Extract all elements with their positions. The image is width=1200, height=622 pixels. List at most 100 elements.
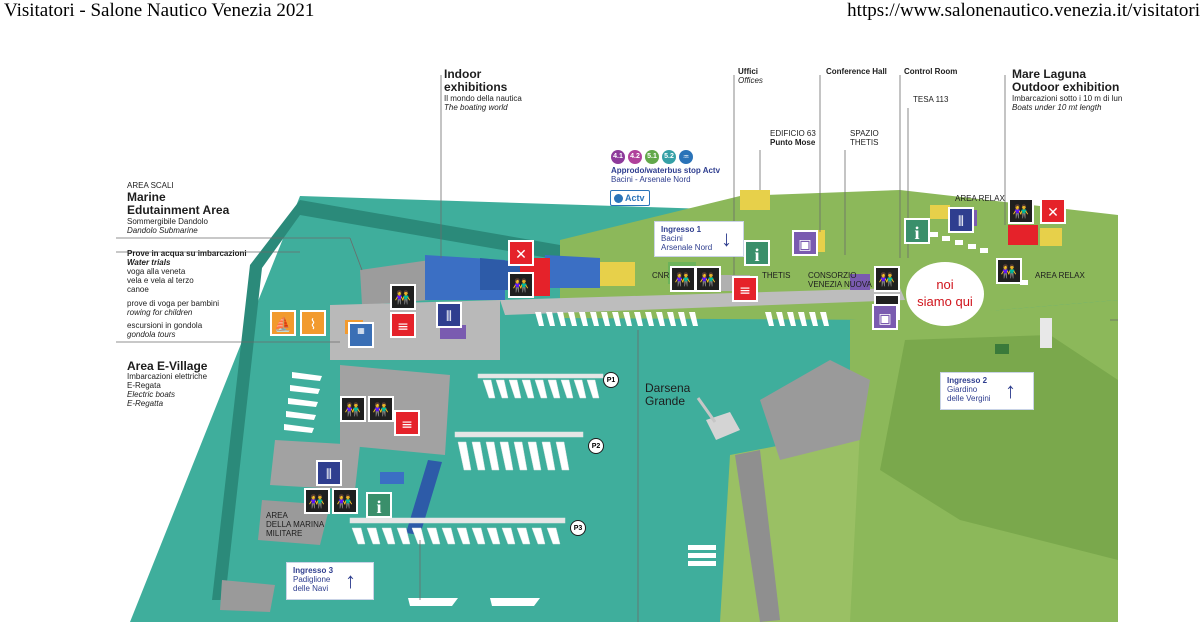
wc-icon[interactable]: 👫 [368, 396, 394, 422]
mare-laguna-label: Mare Laguna Outdoor exhibition Imbarcazi… [1012, 67, 1123, 113]
shop-icon[interactable]: ≡ [732, 276, 758, 302]
uffici-en: Offices [738, 75, 763, 85]
evillage-building-2 [270, 440, 360, 490]
page-header: Visitatori - Salone Nautico Venezia 2021… [0, 0, 1200, 24]
shop-icon[interactable]: ≡ [394, 410, 420, 436]
conference-hall-label: Conference Hall [826, 67, 887, 76]
pier-p3-boats [349, 517, 566, 545]
evillage-it1: Imbarcazioni elettriche [127, 372, 208, 382]
indoor-title-2: exhibitions [444, 80, 508, 95]
wc-icon[interactable]: 👫 [304, 488, 330, 514]
mare-laguna-it: Imbarcazioni sotto i 10 m di lun [1012, 93, 1123, 103]
edificio-63 [740, 190, 770, 210]
padiglione-building [220, 580, 275, 612]
actv-logo: Actv [610, 190, 650, 206]
indoor-hall-2 [545, 255, 600, 288]
spazio-label: SPAZIO THETIS [850, 129, 879, 148]
control-room-label: Control Room [904, 67, 958, 76]
pier-p2-badge: P2 [588, 438, 604, 454]
blue-box-2 [440, 325, 466, 339]
marina-line3: MILITARE [266, 528, 303, 538]
indoor-title: Indoor [444, 67, 482, 81]
restaurant-icon[interactable]: ✕ [508, 240, 534, 266]
mare-laguna-title: Mare Laguna [1012, 67, 1087, 81]
blue-box-1 [380, 472, 404, 484]
desk-icon[interactable]: ▣ [792, 230, 818, 256]
gondola-icon[interactable]: ⌇ [300, 310, 326, 336]
line-52-badge: 5.2 [662, 150, 676, 164]
actv-logo-text: Actv [625, 193, 645, 203]
edificio-line1: EDIFICIO 63 [770, 129, 816, 138]
prove-label: Prove in acqua su imbarcazioni Water tri… [127, 249, 247, 340]
info-icon[interactable]: i [744, 240, 770, 266]
north-quay [500, 288, 905, 315]
prove-l3: canoe [127, 284, 149, 294]
you-are-here-line1: noi [936, 277, 954, 292]
restaurant-icon[interactable]: ✕ [1040, 198, 1066, 224]
marina-label: AREA DELLA MARINA MILITARE [266, 511, 324, 539]
darsena-boats [688, 545, 716, 566]
evillage-it2: E-Regata [127, 381, 161, 391]
entrance-2-title: Ingresso 2 [947, 376, 988, 385]
arrow-down-icon: ↓ [721, 226, 732, 251]
area-scali-title-2: Edutainment Area [127, 203, 230, 218]
arsenal-block [760, 360, 870, 460]
area-scali-label: AREA SCALI Marine Edutainment Area Somme… [127, 181, 230, 236]
desk-icon[interactable]: ▣ [872, 304, 898, 330]
prove-l2: vela e vela al terzo [127, 275, 194, 285]
info-icon[interactable]: i [904, 218, 930, 244]
wc-icon[interactable]: 👫 [1008, 198, 1034, 224]
edificio-line2: Punto Mose [770, 137, 816, 147]
north-quay-boats [535, 312, 829, 326]
wc-icon[interactable]: 👫 [508, 272, 534, 298]
info-icon[interactable]: i [366, 492, 392, 518]
prove-l5: rowing for children [127, 307, 193, 317]
actv-logo-icon [614, 194, 623, 203]
rowing-icon[interactable]: ⛵ [270, 310, 296, 336]
wc-icon[interactable]: 👫 [670, 266, 696, 292]
consorzio-label: CONSORZIO VENEZIA NUOVA [808, 271, 872, 290]
prove-l1: voga alla veneta [127, 266, 186, 276]
pavilion-purple [850, 274, 870, 290]
pier-p1-badge: P1 [603, 372, 619, 388]
uffici-it: Uffici [738, 67, 758, 76]
first-aid-icon[interactable]: ⫴ [948, 207, 974, 233]
prove-l6: escursioni in gondola [127, 320, 203, 330]
green-kiosk [995, 344, 1009, 354]
entrance-1-sign: Ingresso 1 Bacini Arsenale Nord ↓ [654, 221, 744, 257]
area-relax-top-label: AREA RELAX [955, 194, 1005, 203]
wc-icon[interactable]: 👫 [996, 258, 1022, 284]
relax-red [1008, 225, 1038, 245]
shop-icon[interactable]: ≡ [390, 312, 416, 338]
pavilion-yellow [600, 262, 635, 286]
uffici-label: Uffici Offices [738, 67, 763, 86]
you-are-here-marker: noi siamo qui [906, 262, 984, 326]
indoor-exhibitions-label: Indoor exhibitions Il mondo della nautic… [444, 67, 522, 113]
cnr-label: CNR [652, 271, 670, 280]
entrance-2-line1: Giardino [947, 385, 978, 394]
relax-yellow-2 [1040, 228, 1062, 246]
east-land-shade [880, 335, 1118, 560]
indoor-en: The boating world [444, 102, 508, 112]
wc-icon[interactable]: 👫 [390, 284, 416, 310]
arrow-up-icon: ↑ [1005, 378, 1016, 403]
pier-p3-badge: P3 [570, 520, 586, 536]
area-scali-title: Marine [127, 189, 166, 204]
evillage-title: Area E-Village [127, 359, 208, 373]
wc-icon[interactable]: 👫 [874, 266, 900, 292]
entrance-1-line1: Bacini [661, 234, 683, 243]
waterbus-title: Approdo/waterbus stop Actv [611, 166, 721, 175]
page-title: Visitatori - Salone Nautico Venezia 2021 [4, 0, 315, 21]
leader-lines [116, 75, 1118, 622]
wc-icon[interactable]: 👫 [695, 266, 721, 292]
first-aid-icon[interactable]: ⫴ [316, 460, 342, 486]
wc-icon[interactable]: 👫 [340, 396, 366, 422]
consorzio-line1: CONSORZIO [808, 271, 857, 280]
pier-p2-boats [454, 431, 584, 471]
marina-line1: AREA [266, 511, 288, 520]
service-icon[interactable]: ▦ [348, 322, 374, 348]
prove-title-it: Prove in acqua su imbarcazioni [127, 249, 247, 258]
first-aid-icon[interactable]: ⫴ [436, 302, 462, 328]
pier-p1-boats [477, 373, 604, 399]
wc-icon[interactable]: 👫 [332, 488, 358, 514]
